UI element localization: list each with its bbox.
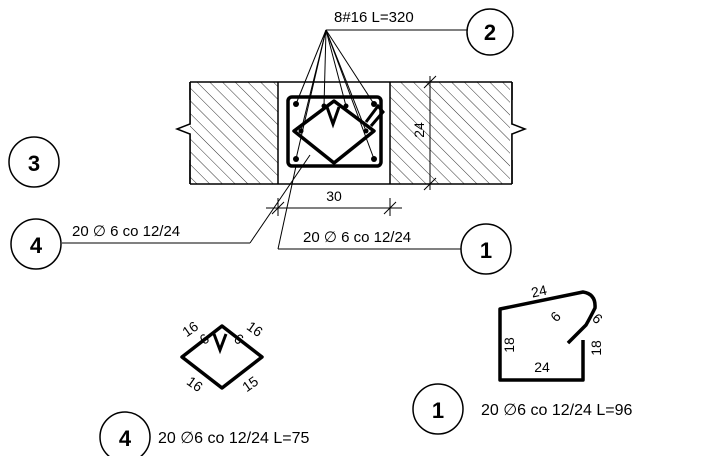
stirrup-4-diamond (292, 99, 376, 165)
depth-dim-text: 24 (411, 122, 427, 138)
stirrup1-label: 20 ∅ 6 co 12/24 (303, 229, 411, 246)
detail4-hook (212, 333, 228, 355)
stirrup1-mark-circle (460, 223, 512, 275)
depth-dimension (396, 75, 438, 191)
detail4-mark: 4 (119, 426, 132, 451)
detail1-label: 20 ∅6 co 12/24 L=96 (481, 402, 632, 419)
stirrup-1-hook (364, 103, 385, 127)
rebar-mark: 2 (484, 20, 496, 45)
detail1-mark-circle (412, 383, 464, 435)
detail4-bottom-right: 15 (239, 373, 261, 395)
side-mark-circle (8, 136, 60, 188)
slab-right-hatch (390, 82, 510, 184)
rebar-label: 8#16 L=320 (334, 9, 414, 26)
detail1-stirrup (498, 290, 597, 382)
detail1-top: 24 (530, 282, 549, 301)
stirrup-1-outer (286, 95, 383, 168)
stirrup1-mark: 1 (480, 238, 492, 263)
detail4-diamond (180, 324, 264, 390)
detail1-right: 18 (588, 340, 604, 356)
rebars (293, 101, 377, 162)
detail4-label: 20 ∅6 co 12/24 L=75 (158, 430, 309, 447)
rebar-leader-fan (295, 29, 468, 160)
stirrup-4-hook (325, 106, 341, 129)
detail1-left: 18 (501, 337, 517, 353)
stirrup4-leader (62, 154, 311, 244)
stirrup4-mark: 4 (30, 233, 43, 258)
side-mark: 3 (28, 151, 40, 176)
detail-1: 24 6 6 18 18 24 1 20 ∅6 co 12/24 L=96 (412, 282, 632, 435)
detail4-mark-circle (99, 411, 151, 456)
stirrup4-label: 20 ∅ 6 co 12/24 (72, 223, 180, 240)
detail4-bottom-left: 16 (184, 373, 206, 395)
section-view: 8#16 L=320 2 24 30 20 ∅ 6 co 12/24 4 (8, 8, 532, 275)
detail1-bottom: 24 (534, 359, 550, 375)
rebar-mark-circle (466, 8, 514, 56)
slab-left-hatch (190, 82, 278, 184)
detail1-mark: 1 (432, 398, 444, 423)
stirrup4-mark-circle (10, 218, 62, 270)
stirrup1-leader (277, 165, 462, 250)
detail4-top-right: 16 (244, 318, 266, 340)
width-dimension (266, 198, 402, 216)
detail-4: 16 16 16 15 6 6 4 20 ∅6 co 12/24 L=75 (99, 318, 309, 456)
width-dim-text: 30 (326, 188, 342, 204)
detail1-hook1: 6 (547, 308, 564, 325)
